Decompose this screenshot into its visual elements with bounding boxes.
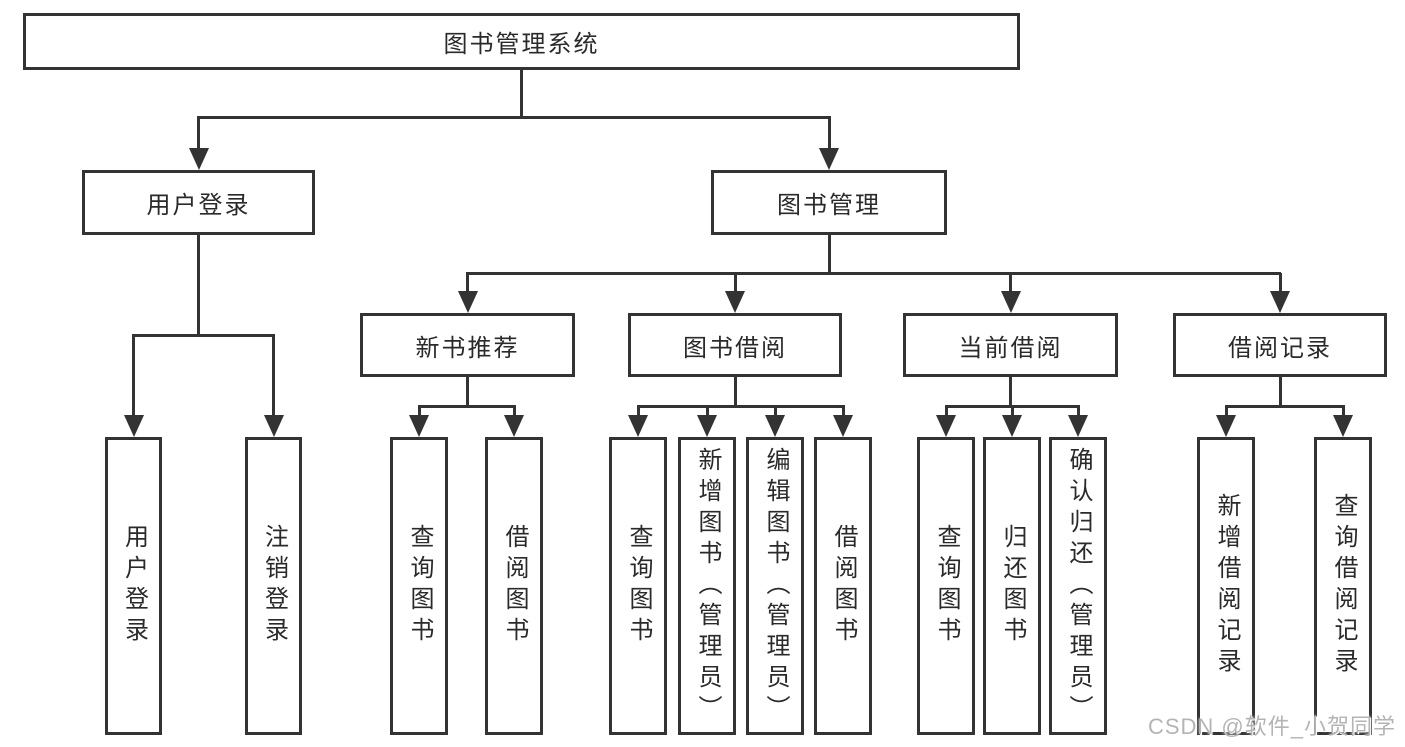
leaf-borrow-books: 借阅图书: [814, 437, 872, 735]
leaf-label: 确认归还（管理员）: [1065, 446, 1092, 726]
connector-leaf-drop: [417, 406, 421, 417]
leaf-label: 编辑图书（管理员）: [762, 446, 789, 726]
connector-leaf-drop: [1341, 406, 1345, 417]
leaf-label: 借阅图书: [501, 524, 528, 648]
connector-leaf-drop: [272, 335, 275, 417]
connector-leaf-drop: [773, 406, 777, 417]
leaf-add-book-admin: 新增图书（管理员）: [678, 437, 736, 735]
leaf-query-books-borrowing: 查询图书: [609, 437, 667, 735]
arrow-down-icon: [1270, 291, 1290, 313]
connector-level3-branch: [466, 271, 1281, 275]
connector-level3-drop: [1009, 273, 1012, 293]
arrow-down-icon: [1000, 291, 1021, 313]
arrow-down-icon: [833, 415, 853, 437]
leaf-query-books-recommend: 查询图书: [390, 437, 448, 735]
arrow-down-icon: [628, 415, 648, 437]
connector-group-stem: [466, 377, 469, 406]
leaf-label: 查询借阅记录: [1330, 493, 1357, 679]
connector-book-mgmt-stem: [827, 235, 831, 273]
arrow-down-icon: [409, 415, 429, 437]
connector-level2-branch: [196, 115, 831, 119]
arrow-down-icon: [1002, 415, 1022, 437]
connector-leaf-drop: [512, 406, 516, 417]
arrow-down-icon: [819, 148, 839, 170]
node-new-book-recommend: 新书推荐: [360, 313, 575, 377]
leaf-logout: 注销登录: [245, 437, 302, 735]
arrow-down-icon: [188, 148, 209, 170]
connector-leaf-drop: [1224, 406, 1228, 417]
leaf-add-borrow-record: 新增借阅记录: [1197, 437, 1255, 735]
connector-group-stem: [733, 377, 737, 406]
arrow-down-icon: [697, 415, 717, 437]
leaf-user-login: 用户登录: [105, 437, 162, 735]
connector-leaf-drop: [705, 406, 709, 417]
connector-user-login-stem: [197, 235, 200, 335]
leaf-label: 注销登录: [260, 524, 288, 648]
arrow-down-icon: [123, 415, 144, 437]
leaf-borrow-books-recommend: 借阅图书: [485, 437, 543, 735]
leaf-label: 借阅图书: [830, 524, 857, 648]
connector-book-mgmt-drop: [827, 117, 831, 150]
connector-group-branch: [1224, 404, 1345, 408]
arrow-down-icon: [765, 415, 785, 437]
arrow-down-icon: [263, 415, 284, 437]
leaf-label: 用户登录: [120, 524, 148, 648]
connector-level3-drop: [466, 273, 469, 293]
arrow-down-icon: [1068, 415, 1088, 437]
connector-leaf-drop: [944, 406, 948, 417]
node-library-management-system: 图书管理系统: [23, 13, 1020, 70]
connector-leaf-drop: [636, 406, 640, 417]
leaf-label: 查询图书: [933, 524, 960, 648]
connector-level3-drop: [1278, 273, 1282, 293]
leaf-label: 新增借阅记录: [1213, 493, 1240, 679]
leaf-query-borrow-record: 查询借阅记录: [1314, 437, 1372, 735]
leaf-query-books-current: 查询图书: [917, 437, 975, 735]
csdn-watermark: CSDN @软件_小贺同学: [1147, 714, 1396, 739]
connector-user-login-branch: [132, 333, 275, 337]
leaf-label: 查询图书: [625, 524, 652, 648]
arrow-down-icon: [725, 291, 745, 313]
node-borrowing-records: 借阅记录: [1173, 313, 1387, 377]
leaf-return-book: 归还图书: [983, 437, 1041, 735]
arrow-down-icon: [936, 415, 956, 437]
arrow-down-icon: [504, 415, 524, 437]
node-current-borrowing: 当前借阅: [903, 313, 1118, 377]
leaf-edit-book-admin: 编辑图书（管理员）: [746, 437, 804, 735]
leaf-label: 新增图书（管理员）: [694, 446, 721, 726]
connector-leaf-drop: [1010, 406, 1014, 417]
connector-leaf-drop: [132, 335, 135, 417]
arrow-down-icon: [457, 291, 478, 313]
connector-group-branch: [417, 404, 516, 408]
connector-root-stem: [519, 70, 523, 117]
connector-leaf-drop: [841, 406, 845, 417]
node-user-login: 用户登录: [82, 170, 315, 235]
connector-group-stem: [1278, 377, 1282, 406]
connector-user-login-drop: [197, 117, 200, 150]
node-book-management: 图书管理: [711, 170, 947, 235]
leaf-confirm-return-admin: 确认归还（管理员）: [1049, 437, 1107, 735]
arrow-down-icon: [1216, 415, 1236, 437]
connector-group-branch: [636, 404, 845, 408]
connector-group-stem: [1009, 377, 1012, 406]
node-book-borrowing: 图书借阅: [628, 313, 842, 377]
leaf-label: 查询图书: [406, 524, 433, 648]
leaf-label: 归还图书: [999, 524, 1026, 648]
arrow-down-icon: [1333, 415, 1353, 437]
connector-leaf-drop: [1076, 406, 1080, 417]
connector-level3-drop: [733, 273, 737, 293]
